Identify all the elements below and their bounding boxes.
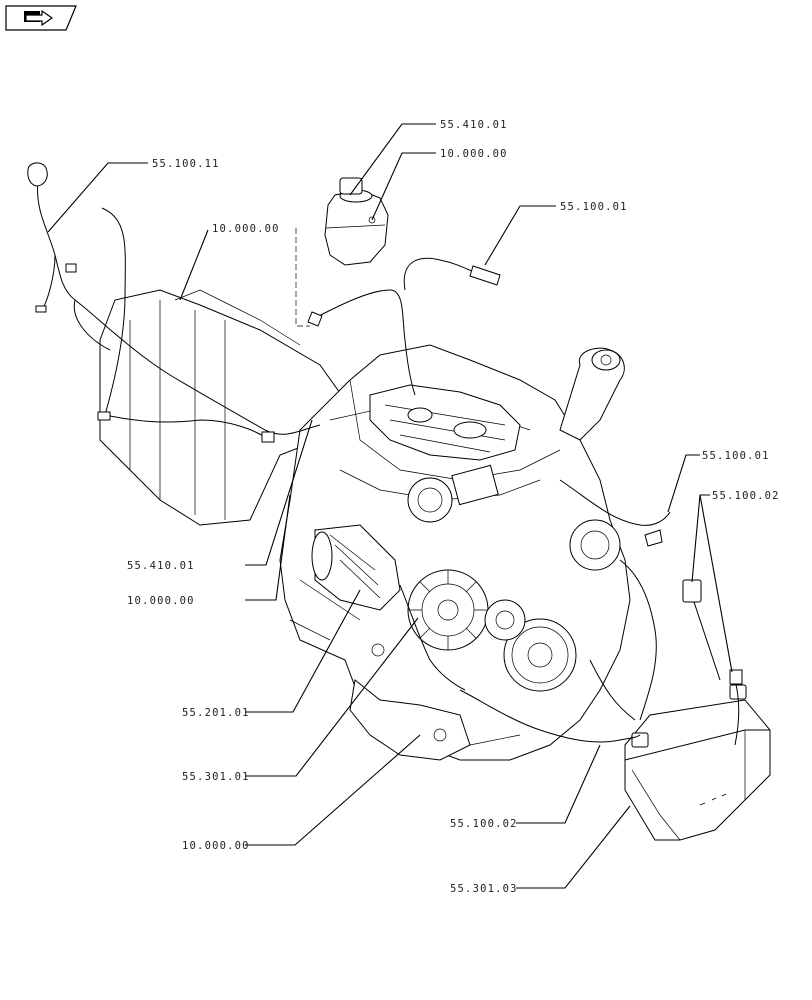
main-harness — [27, 162, 321, 443]
callout-55-410-01-left[interactable]: 55.410.01 — [127, 560, 195, 572]
callout-10-000-00-bottom[interactable]: 10.000.00 — [182, 840, 250, 852]
battery — [624, 684, 771, 841]
callout-55-100-11[interactable]: 55.100.11 — [152, 158, 220, 170]
engine-illustration — [99, 177, 771, 841]
callouts: 55.410.01 10.000.00 55.100.11 55.100.01 … — [127, 119, 780, 895]
nav-box[interactable] — [5, 5, 77, 31]
callout-55-201-01[interactable]: 55.201.01 — [182, 707, 250, 719]
battery-cable — [399, 584, 641, 743]
expansion-tank — [324, 177, 389, 266]
callout-55-301-01[interactable]: 55.301.01 — [182, 771, 250, 783]
callout-55-100-02-bottom[interactable]: 55.100.02 — [450, 818, 518, 830]
callout-55-301-03[interactable]: 55.301.03 — [450, 883, 518, 895]
sensor-harness-top — [295, 228, 501, 396]
starter-motor — [311, 524, 401, 611]
crank-pulley — [484, 599, 577, 692]
callout-55-410-01-top[interactable]: 55.410.01 — [440, 119, 508, 131]
callout-10-000-00-left[interactable]: 10.000.00 — [127, 595, 195, 607]
turbocharger — [407, 464, 499, 523]
callout-55-100-01-top[interactable]: 55.100.01 — [560, 201, 628, 213]
callout-55-100-01-right[interactable]: 55.100.01 — [702, 450, 770, 462]
callout-10-000-00-tank[interactable]: 10.000.00 — [440, 148, 508, 160]
callout-55-100-02-right[interactable]: 55.100.02 — [712, 490, 780, 502]
alternator — [407, 569, 489, 651]
callout-10-000-00-fuel[interactable]: 10.000.00 — [212, 223, 280, 235]
oil-filler-stack — [559, 347, 625, 441]
leader-lines — [47, 123, 733, 889]
front-cover — [569, 519, 621, 571]
intake-manifold — [369, 384, 521, 461]
arrow-icon — [24, 9, 54, 27]
wiring-harnesses — [27, 162, 743, 746]
oil-pan — [349, 643, 471, 761]
harness-right — [559, 479, 743, 746]
